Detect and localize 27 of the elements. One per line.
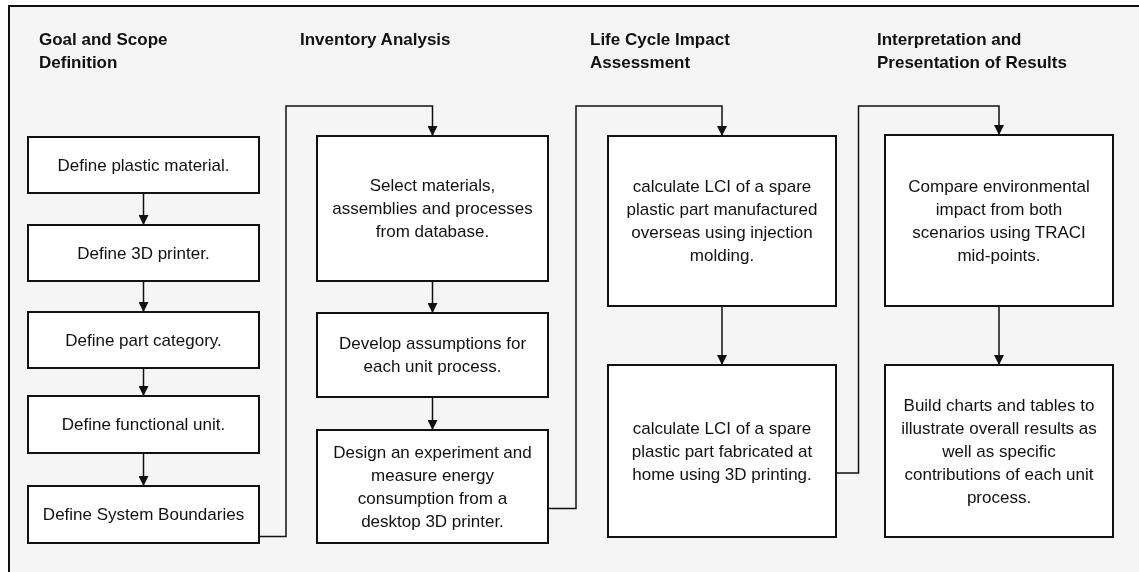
arrow	[836, 105, 1004, 474]
process-box: Develop assumptions for each unit process.	[316, 312, 549, 398]
arrow	[138, 193, 149, 225]
column-heading: Life Cycle Impact Assessment	[590, 29, 731, 74]
arrow	[138, 368, 149, 396]
process-box: Define part category.	[27, 311, 260, 369]
arrow	[548, 105, 727, 510]
column-heading: Inventory Analysis	[300, 29, 452, 51]
column-heading: Goal and Scope Definition	[39, 29, 169, 74]
arrow	[427, 397, 438, 430]
process-box: Define functional unit.	[27, 395, 260, 454]
process-box: Define plastic material.	[27, 136, 260, 194]
arrow	[717, 306, 727, 365]
arrow	[427, 281, 438, 313]
arrow	[138, 281, 149, 312]
process-box: calculate LCI of a spare plastic part manufactured overseas using injection molding.	[607, 135, 837, 307]
process-box: Define System Boundaries	[27, 485, 260, 544]
process-box: calculate LCI of a spare plastic part fabricated at home using 3D printing.	[607, 364, 837, 538]
process-box: Build charts and tables to illustrate overall results as well as specific contributions of each unit process.	[884, 364, 1114, 538]
process-box: Define 3D printer.	[27, 224, 260, 282]
process-box: Select materials, assemblies and processes from database.	[316, 135, 549, 282]
arrow	[259, 105, 438, 538]
process-box: Compare environmental impact from both scenarios using TRACI mid-points.	[884, 134, 1114, 307]
process-box: Design an experiment and measure energy consumption from a desktop 3D printer.	[316, 429, 549, 544]
arrow	[994, 306, 1004, 365]
column-heading: Interpretation and Presentation of Results	[877, 29, 1068, 74]
arrow	[138, 453, 149, 486]
